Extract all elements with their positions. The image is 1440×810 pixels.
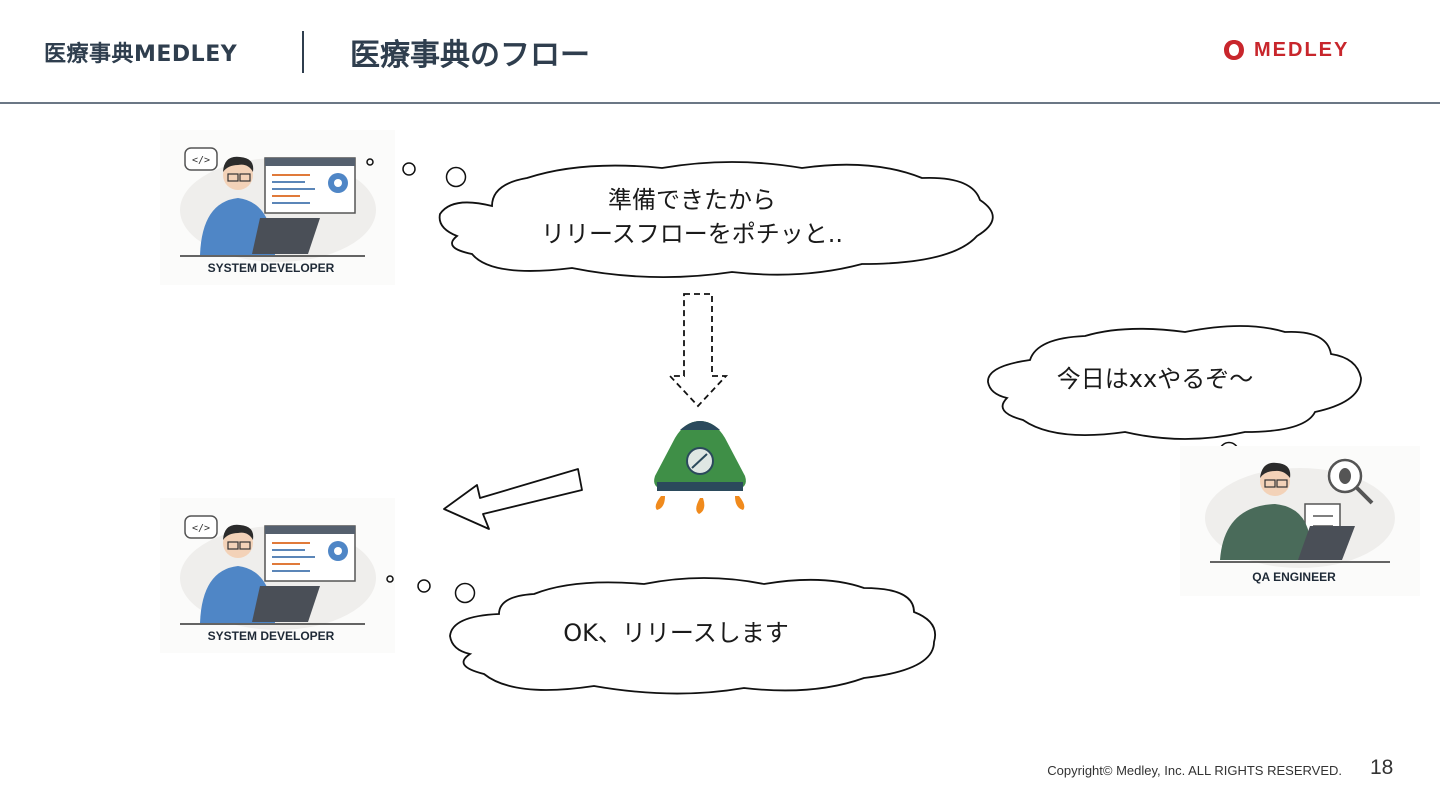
qa-illustration: [1205, 458, 1395, 568]
role-label-developer-bottom: SYSTEM DEVELOPER: [207, 629, 335, 643]
developer-illustration: </>: [180, 515, 376, 630]
copyright-text: Copyright© Medley, Inc. ALL RIGHTS RESER…: [1047, 763, 1342, 778]
developer-bottom-illustration: </> SYSTEM DEVELOPER: [160, 498, 395, 653]
svg-text:</>: </>: [192, 155, 210, 166]
svg-text:</>: </>: [192, 523, 210, 534]
medley-logo-icon: [1224, 40, 1244, 60]
thought-dots-bottom: [386, 575, 476, 604]
bubble-qa-text: 今日はxxやるぞ〜: [1056, 365, 1254, 393]
rocket-icon: [654, 421, 746, 514]
bubble-line-1: 準備できたから: [608, 186, 776, 214]
header-brand: 医療事典MEDLEY: [44, 42, 238, 67]
qa-engineer-illustration: QA ENGINEER: [1180, 446, 1420, 596]
cloud-shape: [438, 161, 994, 279]
thought-bubble-release-ok: OK、リリースします: [444, 574, 940, 698]
thought-dots-top: [366, 158, 467, 188]
cloud-shape: [987, 325, 1362, 440]
page-number: 18: [1370, 756, 1394, 779]
medley-logo: MEDLEY: [1222, 38, 1349, 62]
thought-bubble-release-ready: 準備できたから リリースフローをポチッと..: [432, 156, 1000, 282]
header-divider: [302, 31, 304, 73]
page-title: 医療事典のフロー: [350, 38, 590, 73]
logo-wordmark: MEDLEY: [1254, 38, 1350, 61]
dashed-down-arrow: [668, 293, 729, 408]
thought-bubble-qa: 今日はxxやるぞ〜: [985, 322, 1365, 444]
developer-top-illustration: </> SYSTEM DEVELOPER: [160, 130, 395, 285]
left-arrow: [443, 468, 583, 530]
developer-illustration: </>: [180, 147, 376, 262]
bubble-release-ok-text: OK、リリースします: [563, 619, 789, 647]
role-label-developer-top: SYSTEM DEVELOPER: [207, 261, 335, 275]
header-rule: [0, 102, 1440, 104]
bubble-line-2: リリースフローをポチッと..: [540, 220, 844, 248]
cloud-shape: [449, 577, 936, 695]
role-label-qa: QA ENGINEER: [1252, 570, 1336, 584]
